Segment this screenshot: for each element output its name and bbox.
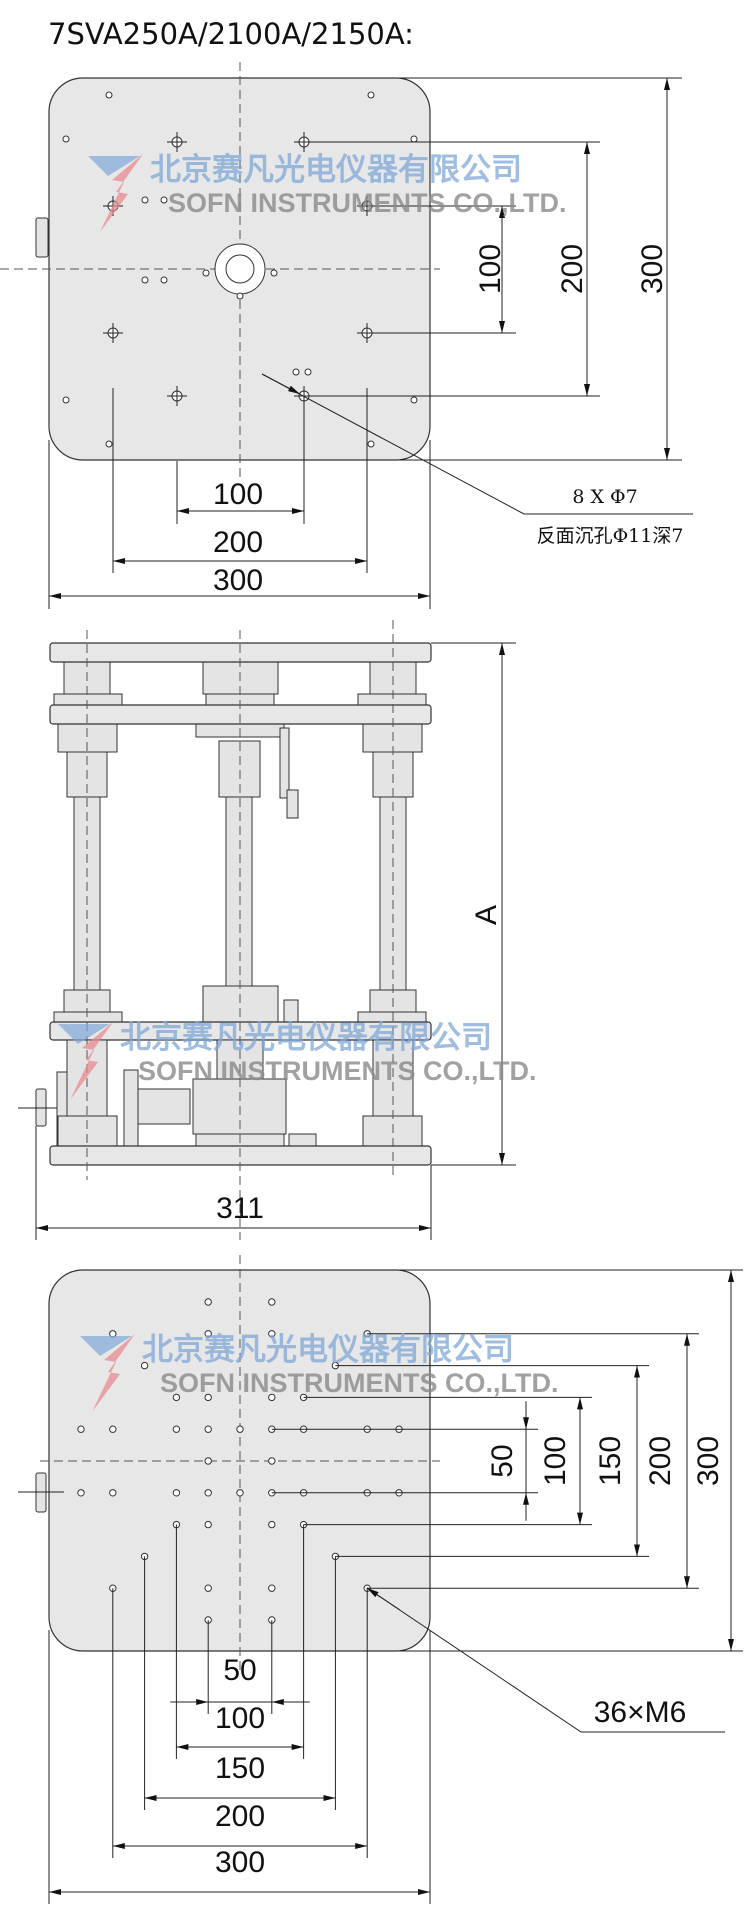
dim-label-300-h: 300 (213, 564, 263, 597)
m6-hole (204, 1298, 212, 1306)
m6-hole (109, 1425, 117, 1433)
drawing-title: 7SVA250A/2100A/2150A: (48, 17, 414, 51)
dim-label-h: 200 (215, 1800, 265, 1833)
mount-hole (367, 91, 375, 99)
mount-hole (141, 196, 149, 204)
dim-label-v: 200 (644, 1436, 677, 1486)
top-view: 100 200 300 100 200 300 8 X Φ7 反面沉孔Φ11深7 (0, 62, 693, 609)
m6-hole (77, 1489, 85, 1497)
hole-note-line2: 反面沉孔Φ11深7 (537, 525, 684, 547)
counterbore-hole (167, 132, 187, 152)
watermark-en: SOFN INSTRUMENTS CO.,LTD. (138, 1056, 537, 1086)
mount-hole (410, 396, 418, 404)
m6-hole (172, 1393, 181, 1402)
leader-line (366, 1587, 725, 1733)
mount-hole (62, 396, 70, 404)
m6-hole (204, 1457, 212, 1465)
mount-hole (292, 368, 300, 376)
mount-hole (236, 292, 244, 300)
watermark-en: SOFN INSTRUMENTS CO.,LTD. (168, 188, 567, 218)
mount-hole (141, 276, 149, 284)
dim-label-v: 100 (539, 1436, 572, 1486)
m6-hole (140, 1361, 149, 1370)
dim-label-height: A (470, 905, 503, 925)
dim-label-v: 150 (594, 1436, 627, 1486)
dim-label-h: 150 (215, 1752, 265, 1785)
center-hex-icon (225, 254, 255, 284)
mount-hole (410, 135, 418, 143)
dim-label-v: 50 (486, 1444, 519, 1477)
mount-hole (202, 269, 210, 277)
logo-icon (58, 1024, 110, 1044)
side-view: A 311 (18, 620, 516, 1240)
counterbore-hole (103, 323, 123, 343)
counterbore-hole (167, 386, 187, 406)
m6-hole (268, 1520, 276, 1529)
dim-label-200-v: 200 (556, 244, 589, 294)
m6-hole (77, 1425, 85, 1433)
m6-hole (204, 1393, 212, 1402)
m6-hole (268, 1330, 276, 1338)
watermark-cn: 北京赛凡光电仪器有限公司 (142, 1332, 514, 1368)
mount-hole (105, 440, 113, 448)
side-knob (35, 217, 49, 258)
m6-hole (268, 1457, 276, 1465)
m6-hole (172, 1489, 181, 1497)
mount-hole (105, 91, 113, 99)
m6-hole (204, 1425, 212, 1433)
m6-hole (172, 1425, 181, 1433)
logo-icon (80, 1336, 132, 1356)
hole-note-line1: 8 X Φ7 (572, 486, 637, 508)
m6-hole (236, 1489, 244, 1497)
watermark-cn: 北京赛凡光电仪器有限公司 (120, 1020, 492, 1056)
m6-hole (204, 1520, 212, 1529)
dim-label-300-v: 300 (636, 244, 669, 294)
m6-hole (268, 1584, 276, 1592)
dim-label-width: 311 (216, 1192, 264, 1225)
leader-line (261, 373, 693, 515)
dim-label-h: 100 (215, 1702, 265, 1735)
bottom-view: 50 100 150 200 300 50 100 150 200 300 36×M6 (18, 1255, 743, 1904)
mount-hole (367, 440, 375, 448)
mount-hole (304, 368, 312, 376)
m6-hole (204, 1489, 212, 1497)
m6-hole (268, 1298, 276, 1306)
mount-hole (270, 269, 278, 277)
coupling (137, 1088, 191, 1125)
m6-hole (236, 1425, 244, 1433)
dim-label-h: 50 (223, 1654, 256, 1687)
dim-label-h: 300 (215, 1846, 265, 1879)
m6-hole (204, 1584, 212, 1592)
logo-icon (88, 156, 140, 176)
watermark-en: SOFN INSTRUMENTS CO.,LTD. (160, 1368, 559, 1398)
dim-label-100-v: 100 (474, 244, 507, 294)
dim-label-100-h: 100 (213, 478, 263, 511)
m6-hole (268, 1393, 276, 1402)
mount-hole (62, 135, 70, 143)
thread-note: 36×M6 (594, 1696, 687, 1729)
watermark-cn: 北京赛凡光电仪器有限公司 (150, 152, 522, 188)
dim-label-200-h: 200 (213, 526, 263, 559)
dim-label-v: 300 (692, 1436, 725, 1486)
bottom-dims: 50 100 150 200 300 50 100 150 200 300 (48, 1269, 743, 1904)
m6-hole (109, 1489, 117, 1497)
mount-hole (160, 276, 168, 284)
mount-hole (160, 196, 168, 204)
m6-hole (204, 1330, 212, 1338)
